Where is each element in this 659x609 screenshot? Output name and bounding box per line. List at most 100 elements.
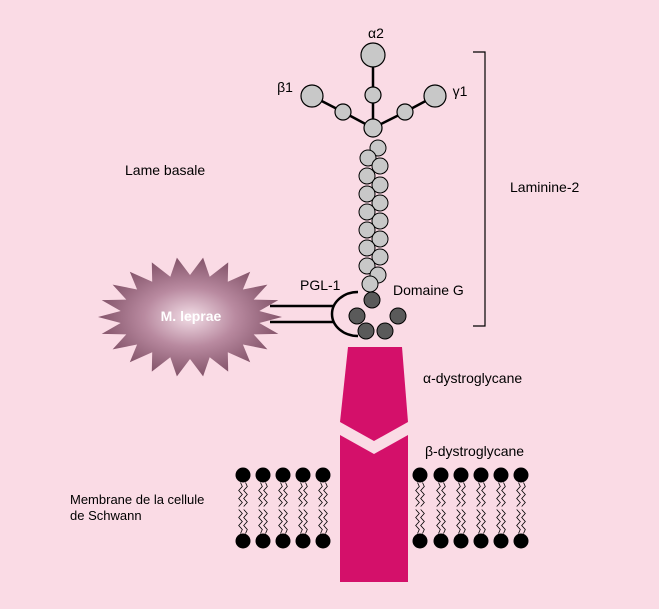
lipid-head [315,533,331,549]
rod-bead [371,212,389,230]
lipid-tail [258,509,263,534]
lipid-tails [238,482,526,534]
lipid-tail [441,482,446,507]
lipid-head [412,467,428,483]
lipid-tail [481,482,486,507]
lipid-head [453,533,469,549]
lipid-tail [521,482,526,507]
rod-bead [371,157,389,175]
lipid-tail [476,482,481,507]
alpha2-terminal-bead [360,42,386,68]
rod-bead [371,194,389,212]
lipid-tail [323,482,328,507]
lipid-tail [461,482,466,507]
domain-g-bead [363,291,381,309]
lipid-tail [496,509,501,534]
laminin-bracket [473,51,486,327]
lipid-tail [436,482,441,507]
lipid-head [433,467,449,483]
rod-bead [371,230,389,248]
lame-basale-label: Lame basale [125,162,205,178]
rod-bead [358,185,376,203]
lipid-head [255,533,271,549]
rod-bead [371,176,389,194]
laminine-label: Laminine-2 [510,179,579,195]
membrane-label-line1: Membrane de la cellule [70,492,204,507]
gamma1-terminal-bead [423,84,447,108]
lipid-tail [243,482,248,507]
lipid-tail [456,509,461,534]
rod-bead [361,275,379,293]
pgl1-arc [330,290,359,338]
lipid-tail [461,509,466,534]
alpha-dystroglycan-shape [340,347,408,441]
lipid-head [493,533,509,549]
lipid-head [315,467,331,483]
lipid-head [255,467,271,483]
lipid-tail [283,482,288,507]
laminin-rod [358,139,389,293]
alpha2-label: α2 [368,25,384,41]
lipid-head [513,467,529,483]
domain-g-bead [348,307,366,325]
rod-bead [371,248,389,266]
gamma1-label: γ1 [453,83,468,99]
lipid-tail [323,509,328,534]
lipid-tail [441,509,446,534]
lipid-tail [258,482,263,507]
rod-bead [358,221,376,239]
lipid-tail [420,482,425,507]
beta1-terminal-bead [300,84,324,108]
lipid-head [513,533,529,549]
lipid-tail [501,482,506,507]
lipid-head [295,467,311,483]
lipid-head [473,533,489,549]
lipid-head [433,533,449,549]
rod-bead [358,239,376,257]
lipid-tail [238,509,243,534]
domain-g-bead [376,322,394,340]
lipid-tail [516,509,521,534]
alpha-dystroglycane-label: α-dystroglycane [423,370,522,386]
lipid-tail [481,509,486,534]
lipid-head [412,533,428,549]
lipid-tail [476,509,481,534]
rod-bead [358,167,376,185]
lipid-tail [303,509,308,534]
beta-dystroglycane-label: β-dystroglycane [425,443,524,459]
domaine-g-label: Domaine G [393,282,464,298]
lipid-head [493,467,509,483]
lipid-tail [278,482,283,507]
lipid-head [473,467,489,483]
lipid-tail [415,509,420,534]
lipid-tail [283,509,288,534]
lipid-bilayer [235,467,529,549]
lipid-head [275,467,291,483]
lipid-tail [496,482,501,507]
lipid-tail [278,509,283,534]
lipid-tail [318,509,323,534]
laminin-arm-beads [300,42,447,138]
lipid-head [295,533,311,549]
rod-bead [359,149,377,167]
domain-g-bead [389,307,407,325]
pgl1-label: PGL-1 [300,277,341,293]
pgl1-connector [270,290,359,338]
beta-dystroglycan-shape [340,435,408,582]
lipid-tail [243,509,248,534]
domain-g-bead [357,322,375,340]
lipid-head [235,467,251,483]
rod-bead [358,257,376,275]
lipid-tail [263,509,268,534]
alpha2-bead [364,86,382,104]
lipid-tail [298,509,303,534]
lipid-heads [235,467,529,549]
lipid-tail [456,482,461,507]
lipid-tail [298,482,303,507]
lipid-head [453,467,469,483]
beta1-bead [334,103,352,121]
lipid-tail [318,482,323,507]
lipid-tail [516,482,521,507]
